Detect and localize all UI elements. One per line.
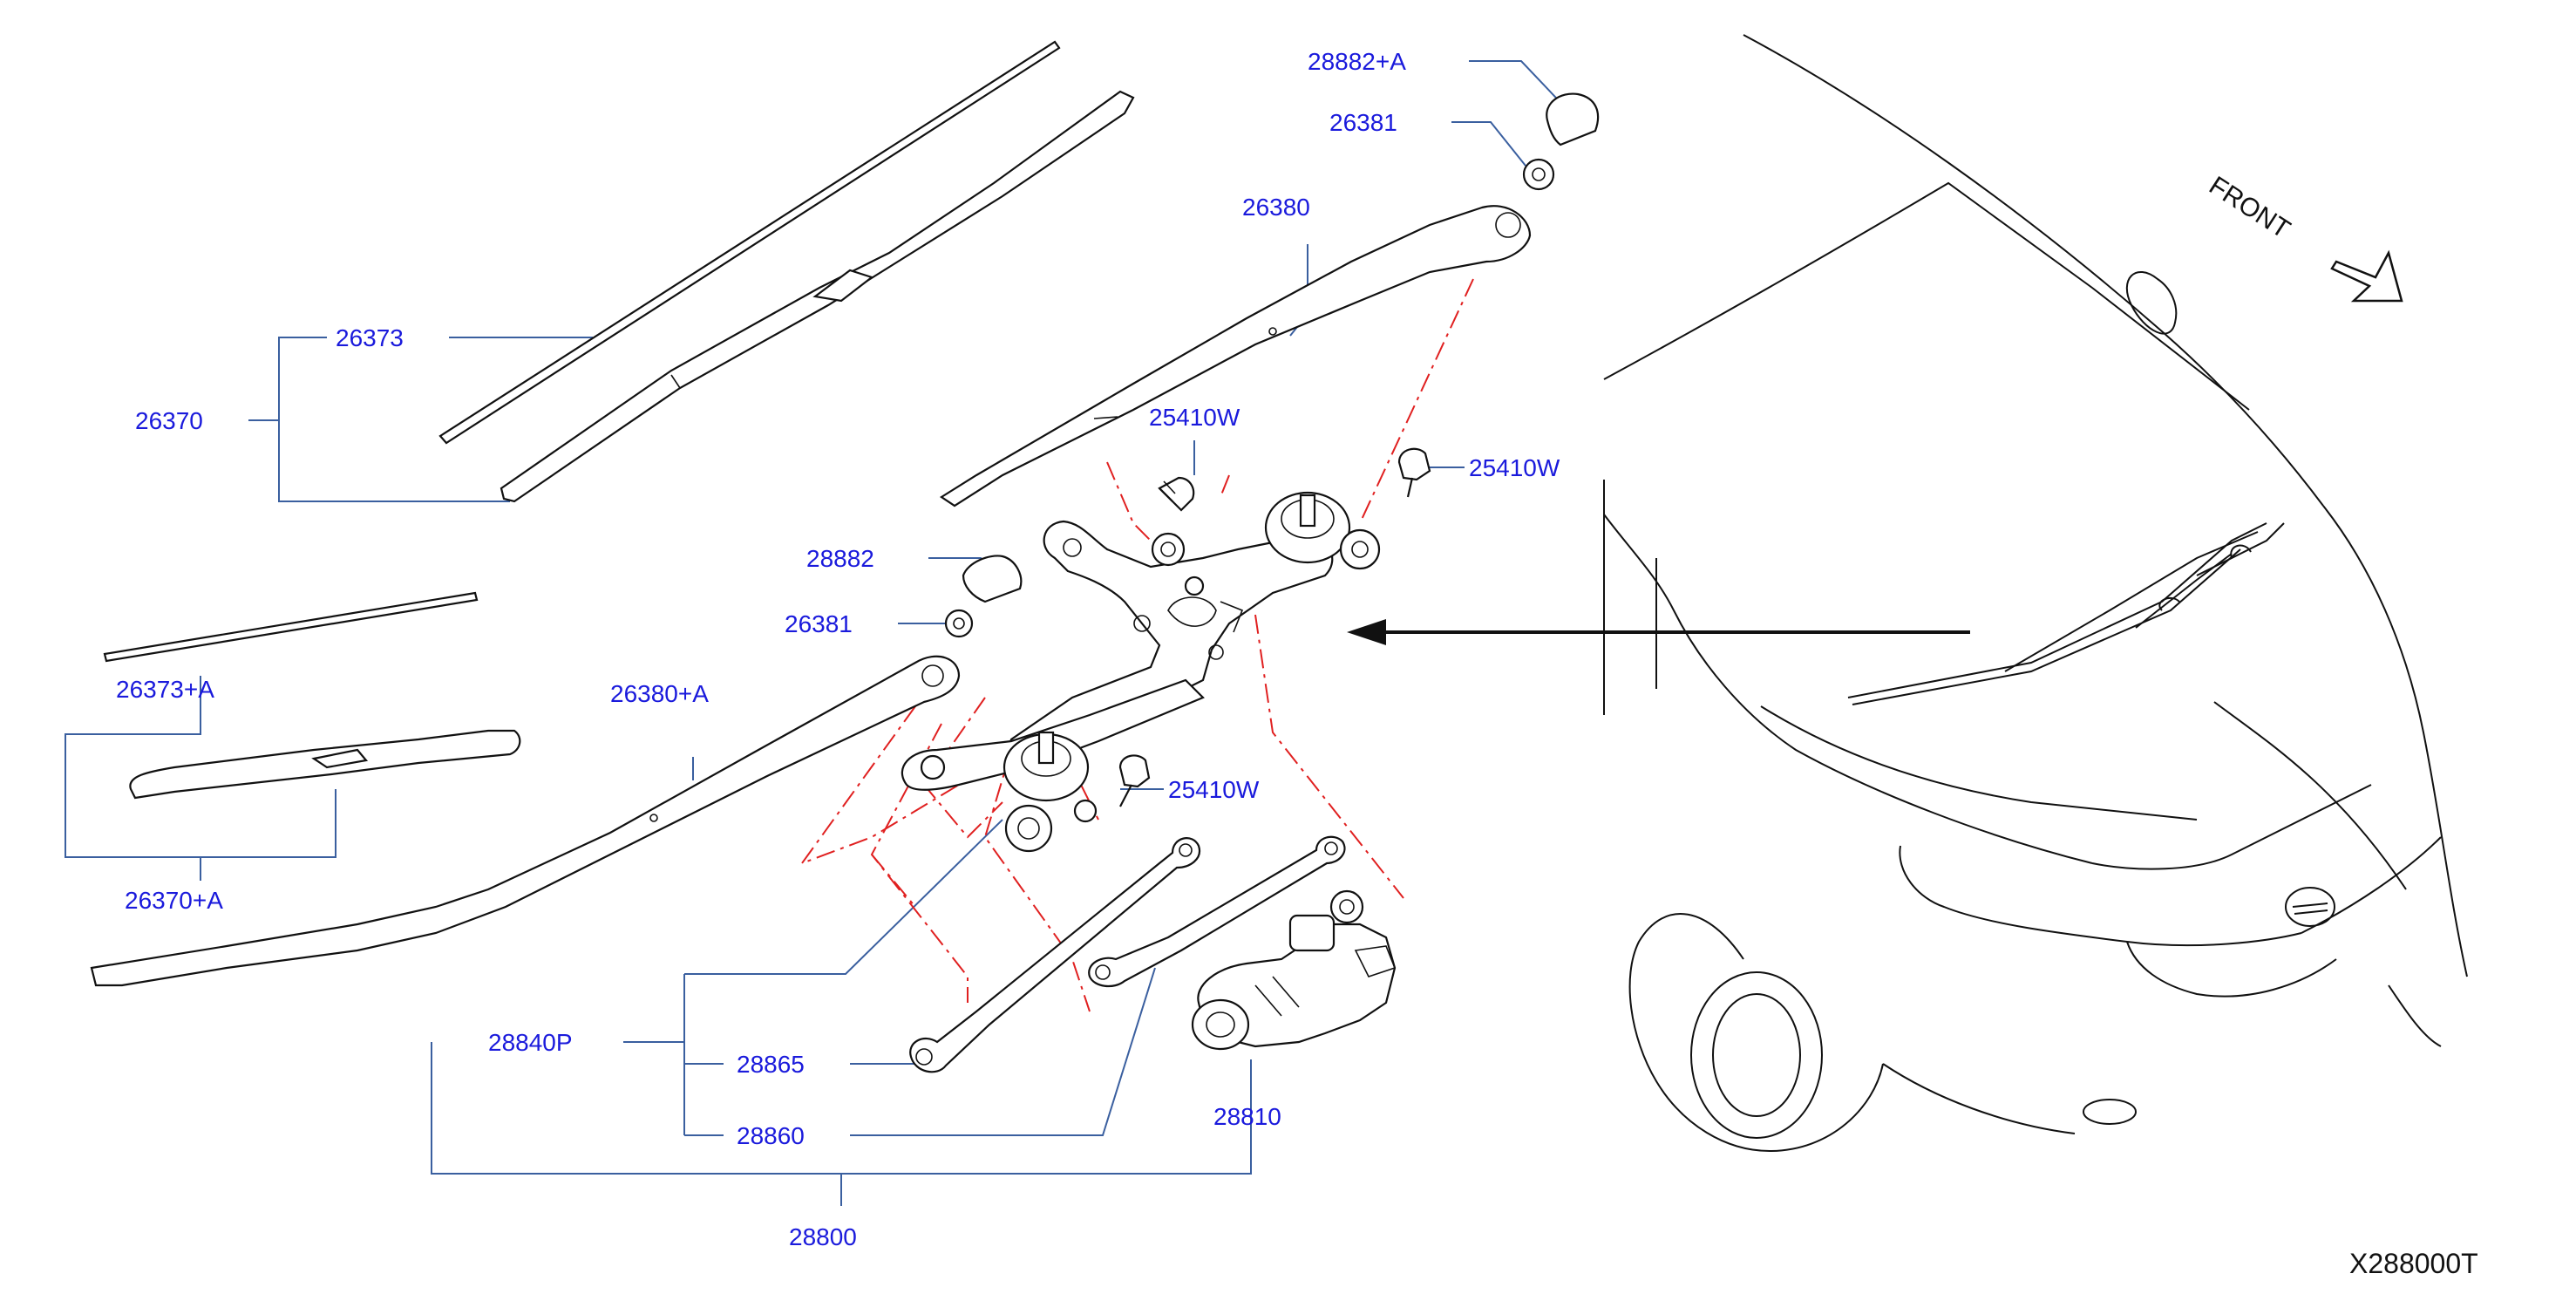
wiper-arm-26380a bbox=[90, 655, 961, 987]
pivot-right bbox=[1151, 491, 1381, 596]
label-28840p: 28840P bbox=[488, 1029, 573, 1056]
wiper-refill-26373 bbox=[438, 40, 1061, 445]
assembly-guide-lines bbox=[799, 278, 1474, 1012]
front-indicator: FRONT bbox=[2204, 171, 2403, 303]
label-26380a: 26380+A bbox=[610, 680, 709, 707]
label-25410w-low: 25410W bbox=[1168, 776, 1260, 803]
leader-lines bbox=[65, 60, 1570, 1206]
wiper-blade-26370a bbox=[129, 729, 521, 800]
pivot-left bbox=[901, 678, 1205, 853]
nut-26381 bbox=[944, 609, 974, 638]
label-28860: 28860 bbox=[737, 1122, 805, 1149]
bolt-25410w-top bbox=[1158, 476, 1195, 512]
label-28810: 28810 bbox=[1213, 1103, 1281, 1130]
part-labels: 28882+A 26381 26380 26373 26370 25410W 2… bbox=[116, 48, 1560, 1250]
link-rod-28860 bbox=[1088, 835, 1346, 988]
label-25410w-right: 25410W bbox=[1469, 454, 1560, 481]
linkage-frame-28840p bbox=[1009, 520, 1334, 761]
wiper-motor-28810 bbox=[1191, 889, 1397, 1051]
label-26373: 26373 bbox=[336, 324, 404, 351]
label-26381-top: 26381 bbox=[1329, 109, 1397, 136]
front-label: FRONT bbox=[2204, 171, 2295, 244]
bolt-25410w-low bbox=[1118, 754, 1151, 807]
label-25410w-top: 25410W bbox=[1149, 404, 1240, 431]
upper-nut-26381 bbox=[1522, 158, 1555, 191]
upper-cap-28882a bbox=[1546, 92, 1600, 146]
wiper-refill-26373a bbox=[103, 591, 479, 663]
label-28865: 28865 bbox=[737, 1051, 805, 1078]
cap-28882 bbox=[962, 555, 1023, 603]
label-26373a: 26373+A bbox=[116, 676, 214, 703]
label-26381-mid: 26381 bbox=[785, 610, 853, 637]
bolt-25410w-right bbox=[1397, 447, 1431, 498]
label-28882a: 28882+A bbox=[1308, 48, 1406, 75]
label-28882: 28882 bbox=[806, 545, 874, 572]
label-26380: 26380 bbox=[1242, 194, 1310, 221]
direction-arrow bbox=[1347, 619, 1970, 645]
wiper-blade-26370 bbox=[500, 90, 1135, 503]
front-arrow-icon bbox=[2330, 249, 2403, 303]
label-26370a: 26370+A bbox=[125, 887, 223, 914]
label-26370: 26370 bbox=[135, 407, 203, 434]
diagram-reference-code: X288000T bbox=[2349, 1248, 2478, 1279]
link-rod-28865 bbox=[909, 837, 1201, 1073]
car-silhouette bbox=[1603, 34, 2468, 1153]
wiper-arm-26380 bbox=[939, 205, 1532, 507]
label-28800: 28800 bbox=[789, 1223, 857, 1250]
